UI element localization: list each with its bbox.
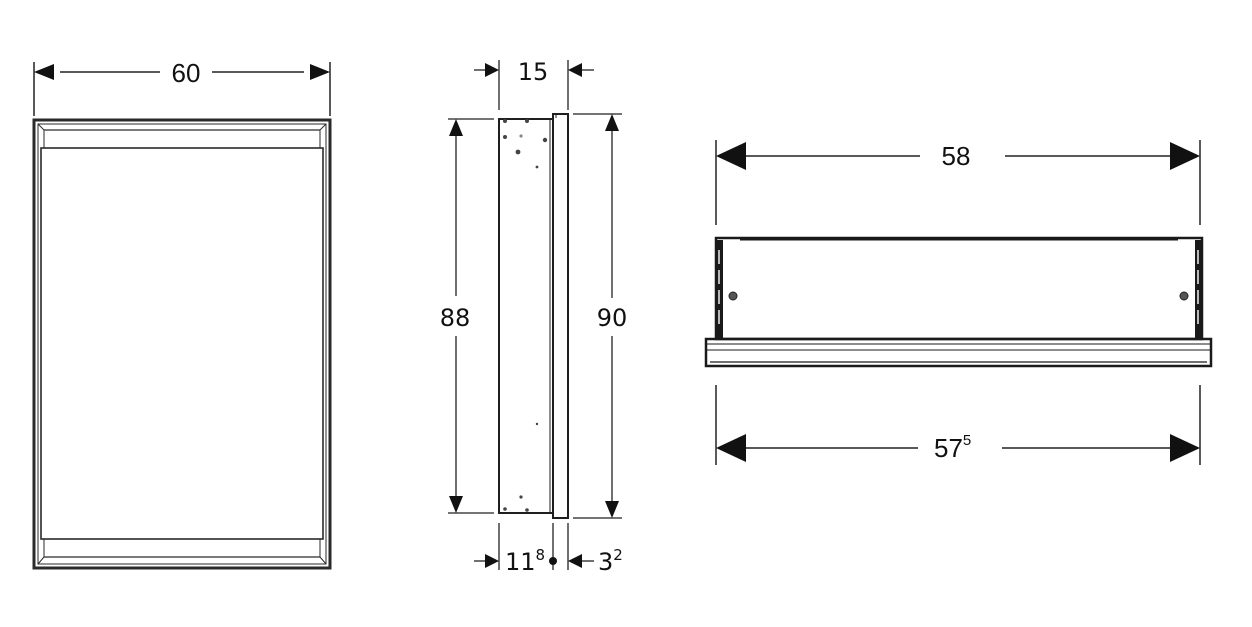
screw-icon — [728, 291, 738, 301]
total-height-label: 90 — [597, 304, 628, 332]
side-depth-label: 15 — [518, 58, 549, 86]
mounting-holes — [503, 119, 548, 512]
dimension-dot-icon — [549, 557, 557, 565]
top-cabinet-outline — [704, 236, 1213, 368]
body-height-dimension — [448, 118, 494, 514]
front-view: 60 — [32, 58, 332, 570]
arrow-down-icon — [605, 501, 619, 518]
arrow-left-icon — [34, 64, 54, 80]
top-width-label: 58 — [942, 141, 971, 171]
bottom-width-label: 575 — [934, 432, 971, 463]
body-height-label: 88 — [440, 304, 471, 332]
arrow-up-icon — [605, 114, 619, 131]
arrow-left-icon — [716, 142, 746, 170]
arrow-right-icon — [485, 63, 499, 77]
screw-icon — [1179, 291, 1189, 301]
arrow-left-icon — [568, 63, 582, 77]
top-width-dimension — [715, 140, 1201, 225]
bottom-depth-dimensions — [474, 523, 594, 570]
arrow-left-icon — [716, 434, 746, 462]
body-depth-label: 118 — [505, 546, 545, 576]
arrow-right-icon — [1170, 142, 1200, 170]
front-width-dimension — [33, 62, 331, 116]
arrow-right-icon — [310, 64, 330, 80]
side-cabinet-body — [498, 113, 569, 519]
door-depth-label: 32 — [598, 546, 623, 576]
arrow-up-icon — [449, 119, 463, 136]
arrow-right-icon — [1170, 434, 1200, 462]
arrow-right-icon — [485, 554, 499, 568]
side-depth-dimension — [474, 60, 594, 110]
top-view: 58 575 — [704, 140, 1213, 465]
front-cabinet-outline — [32, 118, 332, 570]
side-view: 15 88 90 — [440, 58, 628, 576]
arrow-down-icon — [449, 496, 463, 513]
front-width-label: 60 — [172, 58, 201, 88]
arrow-left-icon — [568, 554, 582, 568]
total-height-dimension — [573, 113, 622, 519]
bottom-width-dimension — [715, 385, 1201, 465]
